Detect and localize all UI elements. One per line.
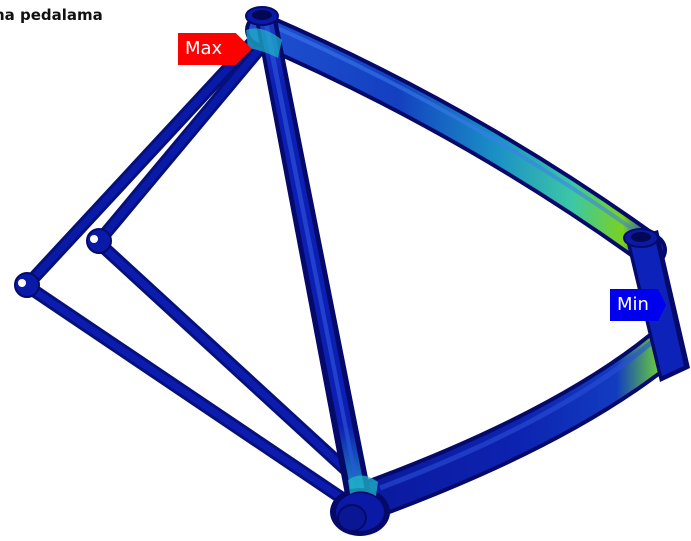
figure-title: na pedalama (0, 6, 103, 24)
bottom-bracket (330, 475, 390, 536)
max-stress-marker: Max (178, 33, 252, 65)
top-tube (245, 13, 667, 267)
chain-stays (23, 237, 362, 512)
down-tube (350, 330, 680, 520)
rear-dropouts (14, 228, 112, 298)
seat-cluster (245, 6, 282, 58)
seat-stays (23, 29, 269, 289)
min-stress-marker: Min (610, 289, 666, 321)
seat-tube (254, 14, 372, 500)
